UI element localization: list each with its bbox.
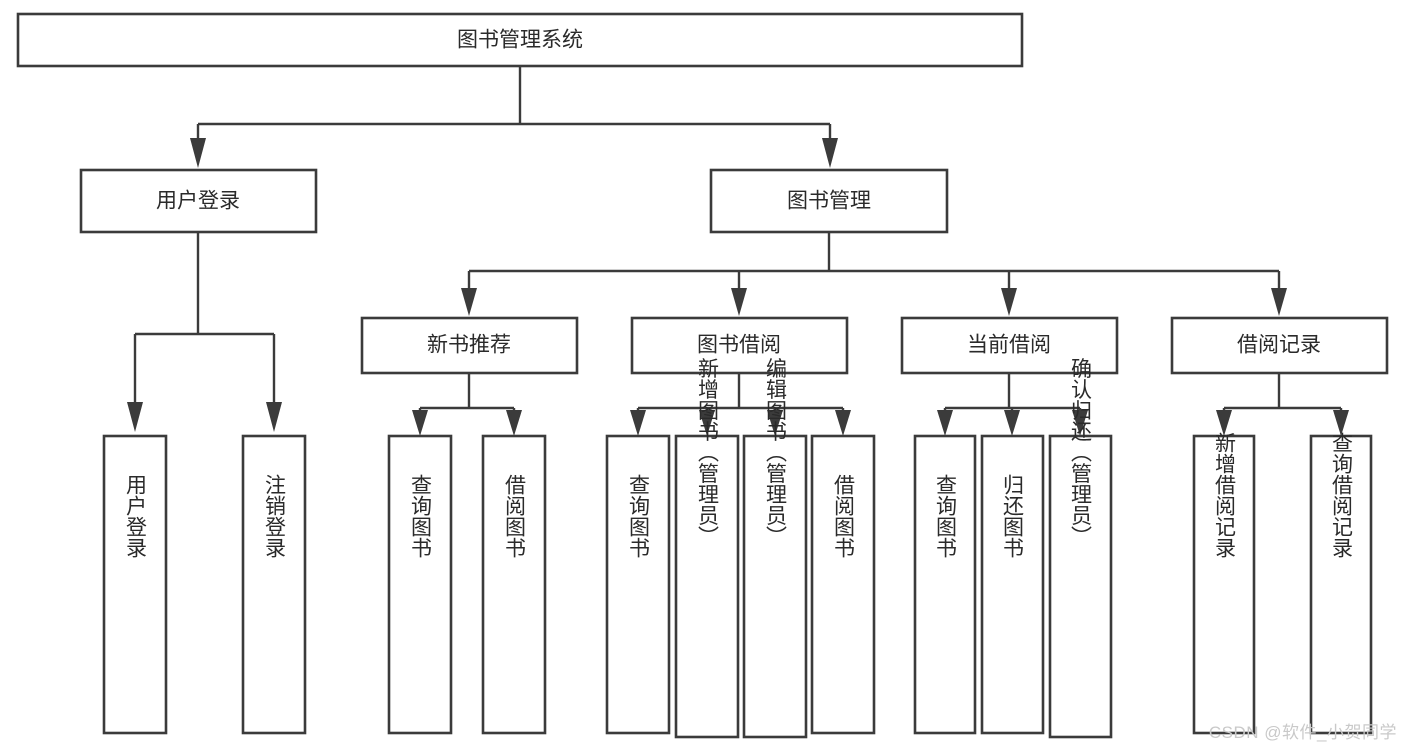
leaf-box-current-borrow-2[interactable]	[980, 434, 1045, 735]
arrow-head-br-leaf-1	[1216, 410, 1232, 436]
leaf-node-new-book-2[interactable]: 借阅图书	[481, 434, 547, 735]
leaf-label-new-book-1: 查询图书	[409, 474, 433, 558]
node-book-borrow[interactable]: 图书借阅	[630, 316, 849, 375]
leaf-box-user-login-2[interactable]	[241, 434, 307, 735]
leaf-box-borrow-records-2[interactable]	[1309, 434, 1373, 735]
leaf-label-current-borrow-1: 查询图书	[934, 474, 958, 558]
node-box-book-management[interactable]	[709, 168, 949, 234]
arrow-head-current-borrow	[1001, 288, 1017, 316]
arrow-head-nb-leaf-1	[412, 410, 428, 436]
leaf-label-user-login-1: 用户登录	[124, 474, 148, 558]
node-user-login[interactable]: 用户登录	[79, 168, 318, 234]
leaf-label-borrow-records-1: 新增借阅记录	[1213, 432, 1237, 558]
leaf-node-user-login-2[interactable]: 注销登录	[241, 434, 307, 735]
arrow-head-new-book	[461, 288, 477, 316]
leaf-box-current-borrow-1[interactable]	[913, 434, 977, 735]
leaf-label-book-borrow-1: 查询图书	[627, 474, 651, 558]
leaf-label-book-borrow-2: 新增图书（管理员）	[696, 358, 720, 547]
arrow-head-br-leaf-2	[1333, 410, 1349, 436]
node-label-borrow-records: 借阅记录	[1237, 334, 1321, 357]
arrow-head-book-borrow	[731, 288, 747, 316]
arrow-head-cb-leaf-1	[937, 410, 953, 436]
leaf-node-book-borrow-1[interactable]: 查询图书	[605, 434, 671, 735]
leaf-node-book-borrow-2[interactable]: 新增图书（管理员）	[674, 358, 740, 739]
node-label-book-management: 图书管理	[787, 190, 871, 213]
node-new-book-recommend[interactable]: 新书推荐	[360, 316, 579, 375]
leaf-label-current-borrow-2: 归还图书	[1001, 474, 1025, 558]
node-current-borrow[interactable]: 当前借阅	[900, 316, 1119, 375]
csdn-watermark: CSDN @软件_小贺同学	[1208, 723, 1397, 742]
node-borrow-records[interactable]: 借阅记录	[1170, 316, 1389, 375]
leaf-box-borrow-records-1[interactable]	[1192, 434, 1256, 735]
leaf-label-book-borrow-3: 编辑图书（管理员）	[764, 358, 788, 547]
arrow-head-cb-leaf-3	[1072, 410, 1088, 436]
leaf-node-borrow-records-1[interactable]: 新增借阅记录	[1192, 432, 1256, 735]
arrow-head-bb-leaf-2	[699, 410, 715, 436]
arrow-head-bb-leaf-3	[767, 410, 783, 436]
leaf-box-user-login-1[interactable]	[102, 434, 168, 735]
leaf-node-borrow-records-2[interactable]: 查询借阅记录	[1309, 432, 1373, 735]
node-box-root[interactable]	[16, 12, 1024, 68]
leaf-label-current-borrow-3: 确认归还（管理员）	[1069, 358, 1093, 547]
leaf-node-current-borrow-2[interactable]: 归还图书	[980, 434, 1045, 735]
arrow-head-leaf-user-login-1	[127, 402, 143, 432]
leaf-label-borrow-records-2: 查询借阅记录	[1330, 432, 1354, 558]
leaf-label-user-login-2: 注销登录	[263, 474, 287, 558]
leaf-box-book-borrow-1[interactable]	[605, 434, 671, 735]
arrow-head-leaf-user-login-2	[266, 402, 282, 432]
node-label-user-login: 用户登录	[156, 190, 240, 213]
node-label-current-borrow: 当前借阅	[967, 334, 1051, 357]
node-label-book-borrow: 图书借阅	[697, 334, 781, 357]
leaf-node-user-login-1[interactable]: 用户登录	[102, 434, 168, 735]
arrow-head-book-mgmt	[822, 138, 838, 168]
leaf-box-new-book-2[interactable]	[481, 434, 547, 735]
node-box-book-borrow[interactable]	[630, 316, 849, 375]
leaf-box-book-borrow-4[interactable]	[810, 434, 876, 735]
arrow-head-user-login	[190, 138, 206, 168]
leaf-box-new-book-1[interactable]	[387, 434, 453, 735]
node-root-system[interactable]: 图书管理系统	[16, 12, 1024, 68]
node-box-current-borrow[interactable]	[900, 316, 1119, 375]
leaf-box-book-borrow-2[interactable]	[674, 434, 740, 739]
arrow-head-cb-leaf-2	[1004, 410, 1020, 436]
leaf-box-book-borrow-3[interactable]	[742, 434, 808, 739]
leaf-node-book-borrow-4[interactable]: 借阅图书	[810, 434, 876, 735]
arrow-head-bb-leaf-4	[835, 410, 851, 436]
leaf-box-current-borrow-3[interactable]	[1048, 434, 1113, 739]
arrow-head-borrow-records	[1271, 288, 1287, 316]
leaf-node-new-book-1[interactable]: 查询图书	[387, 434, 453, 735]
leaf-label-book-borrow-4: 借阅图书	[832, 474, 856, 558]
node-book-management[interactable]: 图书管理	[709, 168, 949, 234]
leaf-label-new-book-2: 借阅图书	[503, 474, 527, 558]
node-label-root: 图书管理系统	[457, 29, 583, 52]
leaf-node-book-borrow-3[interactable]: 编辑图书（管理员）	[742, 358, 808, 739]
arrow-head-bb-leaf-1	[630, 410, 646, 436]
leaf-node-current-borrow-1[interactable]: 查询图书	[913, 434, 977, 735]
leaf-node-current-borrow-3[interactable]: 确认归还（管理员）	[1048, 358, 1113, 739]
arrow-head-nb-leaf-2	[506, 410, 522, 436]
node-label-new-book-recommend: 新书推荐	[427, 334, 511, 357]
node-box-new-book-recommend[interactable]	[360, 316, 579, 375]
